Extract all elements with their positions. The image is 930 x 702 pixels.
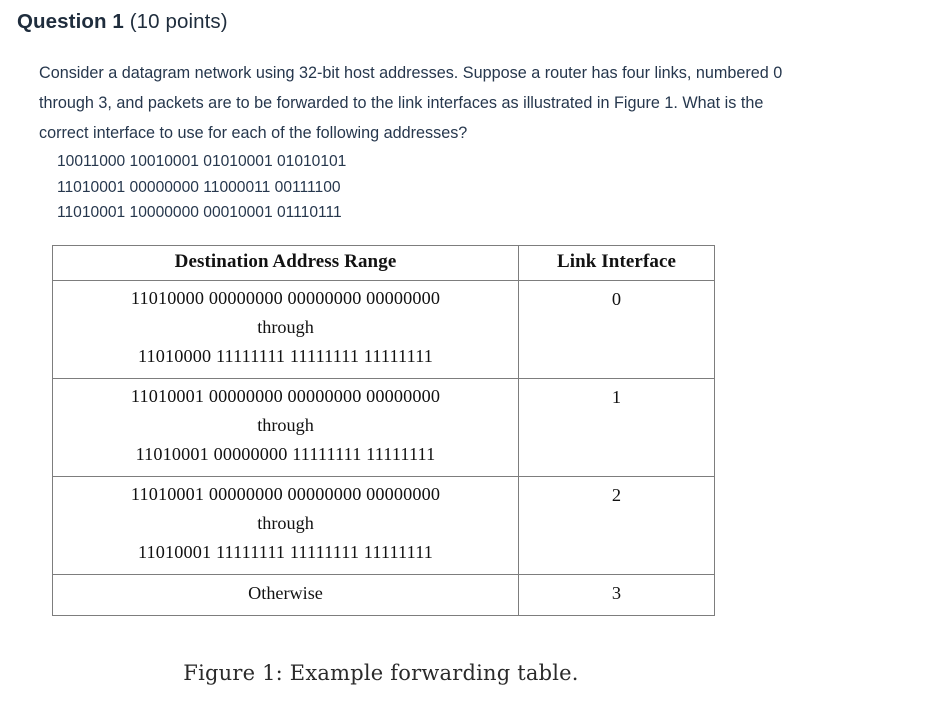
cell-link-interface: 0 — [518, 280, 715, 379]
cell-link-interface: 2 — [518, 476, 715, 575]
cell-link-interface: 3 — [518, 574, 715, 616]
range-end: 11010000 11111111 11111111 11111111 — [137, 346, 434, 366]
page-title: Question 1 (10 points) — [17, 9, 228, 35]
range-start: 11010001 00000000 00000000 00000000 — [130, 386, 441, 406]
question-body: Consider a datagram network using 32-bit… — [39, 58, 911, 148]
table-row: 11010000 00000000 00000000 00000000 thro… — [52, 280, 715, 379]
table-row: 11010001 00000000 00000000 00000000 thro… — [52, 476, 715, 575]
column-header-link-interface: Link Interface — [518, 245, 715, 281]
range-end: 11010001 11111111 11111111 11111111 — [137, 542, 434, 562]
address-list-item: 11010001 10000000 00010001 01110111 — [57, 204, 342, 221]
forwarding-table: Destination Address Range Link Interface… — [52, 245, 715, 616]
range-start: 11010001 00000000 00000000 00000000 — [130, 484, 441, 504]
table-header-row: Destination Address Range Link Interface — [52, 245, 715, 281]
address-list-item: 10011000 10010001 01010001 01010101 — [57, 153, 347, 170]
range-start: 11010000 00000000 00000000 00000000 — [130, 288, 441, 308]
table-row: 11010001 00000000 00000000 00000000 thro… — [52, 378, 715, 477]
cell-address-range: 11010001 00000000 00000000 00000000 thro… — [52, 378, 519, 477]
range-end: 11010001 00000000 11111111 11111111 — [135, 444, 436, 464]
range-through-label: through — [257, 513, 314, 533]
cell-link-interface: 1 — [518, 378, 715, 477]
figure-caption: Figure 1: Example forwarding table. — [183, 661, 579, 685]
cell-otherwise: Otherwise — [52, 574, 519, 616]
cell-address-range: 11010001 00000000 00000000 00000000 thro… — [52, 476, 519, 575]
range-through-label: through — [257, 317, 314, 337]
forwarding-table-container: Destination Address Range Link Interface… — [52, 245, 715, 616]
range-through-label: through — [257, 415, 314, 435]
address-list-item: 11010001 00000000 11000011 00111100 — [57, 178, 341, 196]
address-list: 10011000 10010001 01010001 01010101 1101… — [57, 149, 346, 226]
table-row: Otherwise 3 — [52, 574, 715, 616]
question-body-line: through 3, and packets are to be forward… — [39, 94, 764, 112]
column-header-destination-address-range: Destination Address Range — [52, 245, 519, 281]
question-body-line: correct interface to use for each of the… — [39, 124, 468, 142]
question-number-label: Question 1 — [17, 10, 124, 33]
question-body-line: Consider a datagram network using 32-bit… — [39, 64, 783, 82]
cell-address-range: 11010000 00000000 00000000 00000000 thro… — [52, 280, 519, 379]
question-points-label: (10 points) — [129, 10, 228, 33]
